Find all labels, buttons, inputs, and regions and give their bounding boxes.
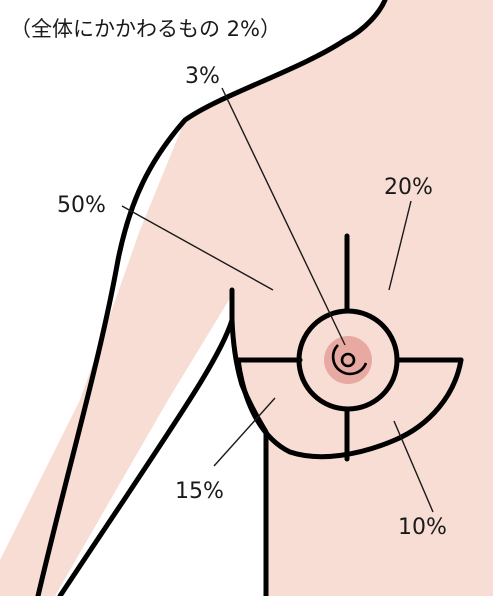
label-lower-outer: 15% [175,479,224,504]
label-upper-outer: 50% [57,193,106,218]
label-nipple: 3% [185,64,220,89]
label-upper-inner: 20% [384,175,433,200]
label-lower-inner: 10% [398,515,447,540]
areola [324,336,372,384]
caption-text: （全体にかかわるもの 2%） [10,17,281,41]
